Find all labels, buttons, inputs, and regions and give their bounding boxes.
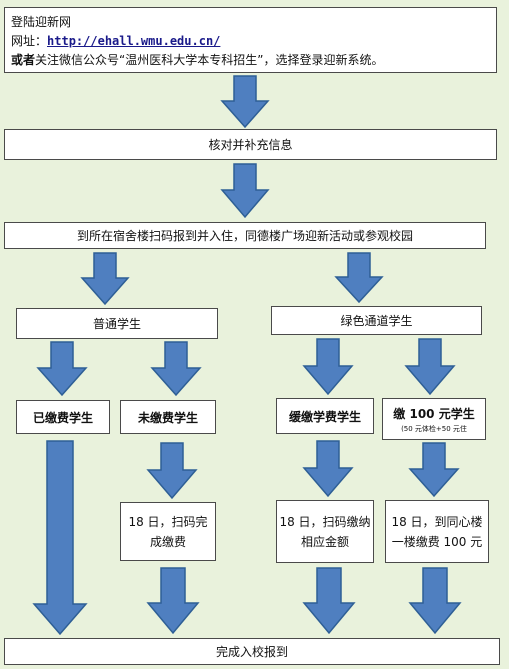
pay100-action-line2: 一楼缴费 100 元 [391,534,483,549]
down-arrow-icon [32,440,88,636]
down-arrow-icon [408,442,460,498]
verify-info-box: 核对并补充信息 [4,129,497,160]
login-instructions-box: 登陆迎新网 网址：http://ehall.wmu.edu.cn/ 或者关注微信… [4,7,497,73]
pay100-students-label: 缴 100 元学生 [393,406,475,421]
pay100-action-box: 18 日，到同心楼 一楼缴费 100 元 [385,500,489,563]
down-arrow-icon [80,252,130,306]
green-channel-label: 绿色通道学生 [340,314,413,328]
wechat-line: 或者关注微信公众号“温州医科大学本专科招生”，选择登录迎新系统。 [11,51,490,70]
unpaid-students-box: 未缴费学生 [120,400,216,434]
unpaid-action-line2: 成缴费 [149,534,186,549]
login-title: 登陆迎新网 [11,15,72,29]
website-line: 网址：http://ehall.wmu.edu.cn/ [11,32,490,51]
regular-students-box: 普通学生 [16,308,218,339]
verify-info-text: 核对并补充信息 [208,138,293,152]
checkin-text: 到所在宿舍楼扫码报到并入住，同德楼广场迎新活动或参观校园 [76,229,413,243]
deferred-action-line1: 18 日，扫码缴纳 [279,514,371,529]
down-arrow-icon [36,341,88,397]
down-arrow-icon [220,163,270,219]
final-box: 完成入校报到 [4,638,500,665]
or-label: 或者 [11,53,36,67]
paid-students-box: 已缴费学生 [16,400,110,434]
deferred-action-line2: 相应金额 [300,534,349,549]
unpaid-action-line1: 18 日，扫码完 [128,514,208,529]
down-arrow-icon [302,338,354,396]
down-arrow-icon [302,567,356,635]
wechat-instruction: 关注微信公众号“温州医科大学本专科招生”，选择登录迎新系统。 [35,53,384,67]
deferred-action-box: 18 日，扫码缴纳 相应金额 [276,500,374,563]
down-arrow-icon [334,252,384,304]
pay100-note: (50 元体检+50 元住 [401,424,467,433]
pay100-action-line1: 18 日，到同心楼 [391,514,483,529]
down-arrow-icon [220,75,270,129]
paid-students-label: 已缴费学生 [32,410,93,425]
down-arrow-icon [150,341,202,397]
down-arrow-icon [146,567,200,635]
down-arrow-icon [302,440,354,498]
website-link[interactable]: http://ehall.wmu.edu.cn/ [47,34,221,48]
deferred-students-box: 缓缴学费学生 [276,398,374,434]
green-channel-box: 绿色通道学生 [271,306,482,335]
checkin-box: 到所在宿舍楼扫码报到并入住，同德楼广场迎新活动或参观校园 [4,222,486,249]
regular-students-label: 普通学生 [92,317,141,331]
deferred-students-label: 缓缴学费学生 [288,409,361,424]
pay100-students-box: 缴 100 元学生 (50 元体检+50 元住 [382,398,486,440]
down-arrow-icon [146,442,198,500]
final-text: 完成入校报到 [215,645,288,659]
unpaid-students-label: 未缴费学生 [137,410,198,425]
unpaid-action-box: 18 日，扫码完 成缴费 [120,502,216,561]
website-label: 网址： [11,34,48,48]
down-arrow-icon [404,338,456,396]
down-arrow-icon [408,567,462,635]
